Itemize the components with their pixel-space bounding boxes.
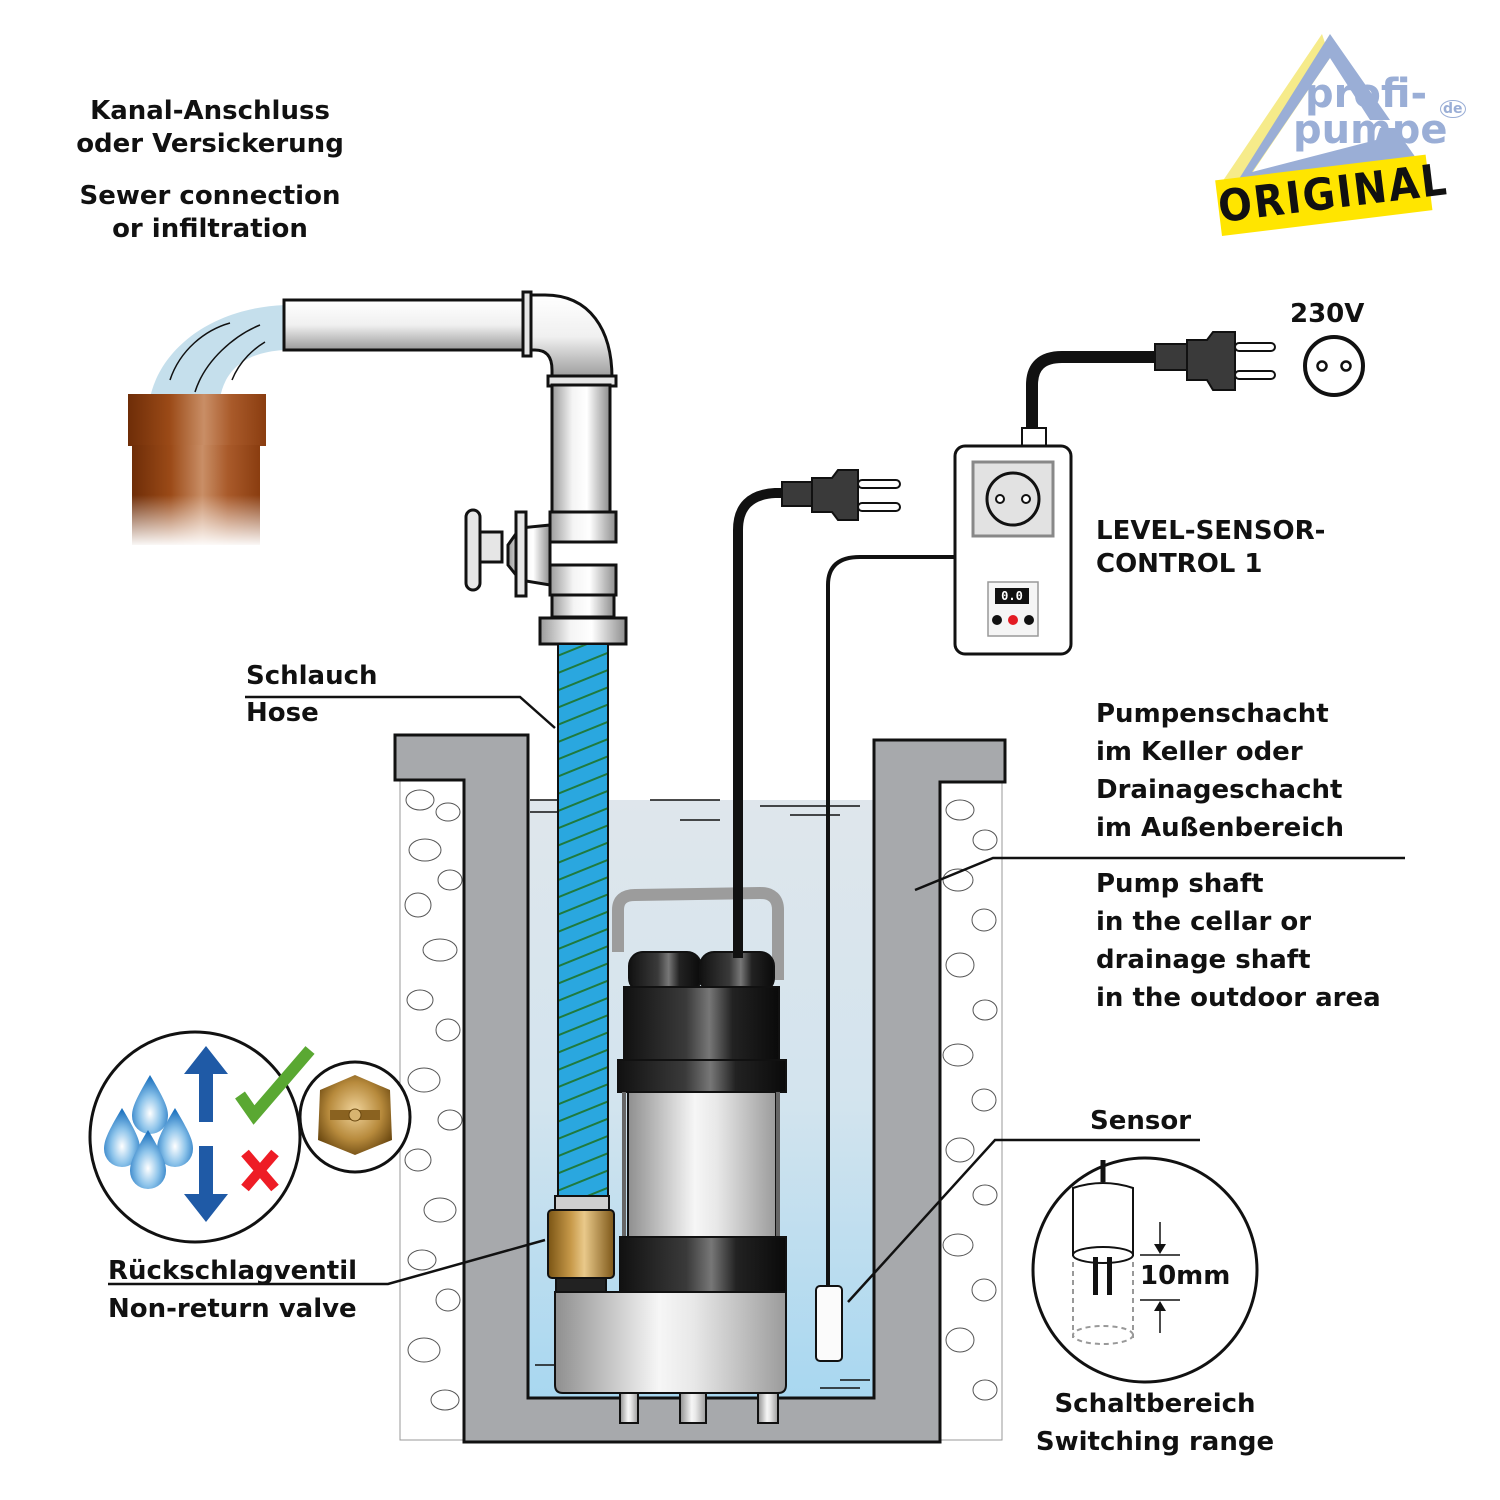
shaft-label-en-3: drainage shaft bbox=[1096, 945, 1311, 975]
controller-label: LEVEL-SENSOR- CONTROL 1 bbox=[1096, 515, 1325, 582]
discharge-pipe bbox=[282, 290, 628, 646]
sensor-detail bbox=[1031, 1139, 1259, 1384]
valve-label-en: Non-return valve bbox=[108, 1294, 357, 1324]
gravel-texture bbox=[404, 789, 998, 1411]
valve-label: Rückschlagventil Non-return valve bbox=[108, 1252, 357, 1328]
outlet-label: Kanal-Anschluss oder Versickerung Sewer … bbox=[55, 95, 365, 246]
arrow-down-icon bbox=[184, 1146, 228, 1222]
valve-label-de: Rückschlagventil bbox=[108, 1256, 358, 1286]
sewer-pipe bbox=[128, 305, 285, 547]
check-icon bbox=[235, 1046, 315, 1125]
shaft-label-en-1: Pump shaft bbox=[1096, 869, 1264, 899]
sensor-distance: 10mm bbox=[1140, 1261, 1231, 1291]
sensor-caption-en: Switching range bbox=[1035, 1427, 1275, 1457]
controller-display: 0.0 bbox=[1001, 589, 1023, 603]
submersible-pump bbox=[554, 886, 787, 1424]
arrow-up-icon bbox=[184, 1046, 228, 1122]
shaft-label-de-1: Pumpenschacht bbox=[1096, 699, 1329, 729]
shaft-label: Pumpenschacht im Keller oder Drainagesch… bbox=[1096, 695, 1381, 1017]
hose bbox=[557, 643, 609, 1197]
logo-wordmark-line1: profi- bbox=[1305, 71, 1428, 117]
outlet-label-de-2: oder Versickerung bbox=[76, 129, 344, 160]
controller-label-2: CONTROL 1 bbox=[1096, 549, 1263, 580]
wall-socket-icon bbox=[1303, 335, 1365, 397]
water-surface-lines bbox=[530, 799, 870, 1389]
shaft-label-de-2: im Keller oder bbox=[1096, 737, 1303, 767]
pump-plug bbox=[781, 469, 901, 521]
sensor-caption: Schaltbereich Switching range bbox=[1010, 1385, 1300, 1461]
shaft-label-en-2: in the cellar or bbox=[1096, 907, 1312, 937]
level-sensor-controller bbox=[953, 427, 1073, 656]
water-drops-icon bbox=[104, 1075, 193, 1189]
controller-plug bbox=[1154, 331, 1276, 391]
sensor-caption-de: Schaltbereich bbox=[1054, 1389, 1256, 1419]
level-sensor-probe bbox=[815, 1285, 843, 1362]
non-return-valve bbox=[547, 1195, 615, 1293]
valve-callout bbox=[88, 1030, 412, 1244]
sensor-title: Sensor bbox=[1090, 1106, 1192, 1136]
logo-triangle bbox=[1218, 34, 1430, 190]
hose-label-en: Hose bbox=[246, 698, 319, 729]
controller-label-1: LEVEL-SENSOR- bbox=[1096, 516, 1326, 546]
cross-icon bbox=[241, 1149, 279, 1192]
logo-tld: de bbox=[1440, 100, 1466, 118]
hose-label: Schlauch Hose bbox=[246, 660, 378, 731]
shaft-label-en-4: in the outdoor area bbox=[1096, 983, 1381, 1013]
shaft-label-de-3: Drainageschacht bbox=[1096, 775, 1343, 805]
logo-wordmark-line2: pumpe bbox=[1293, 107, 1448, 153]
pump-cable bbox=[733, 351, 1160, 1290]
outlet-label-en-2: or infiltration bbox=[112, 213, 308, 244]
outlet-label-de-1: Kanal-Anschluss bbox=[90, 96, 330, 126]
outlet-label-en-1: Sewer connection bbox=[79, 180, 341, 211]
shaft-label-de-4: im Außenbereich bbox=[1096, 813, 1345, 843]
power-label: 230V bbox=[1290, 299, 1365, 329]
hose-label-de: Schlauch bbox=[246, 661, 378, 691]
